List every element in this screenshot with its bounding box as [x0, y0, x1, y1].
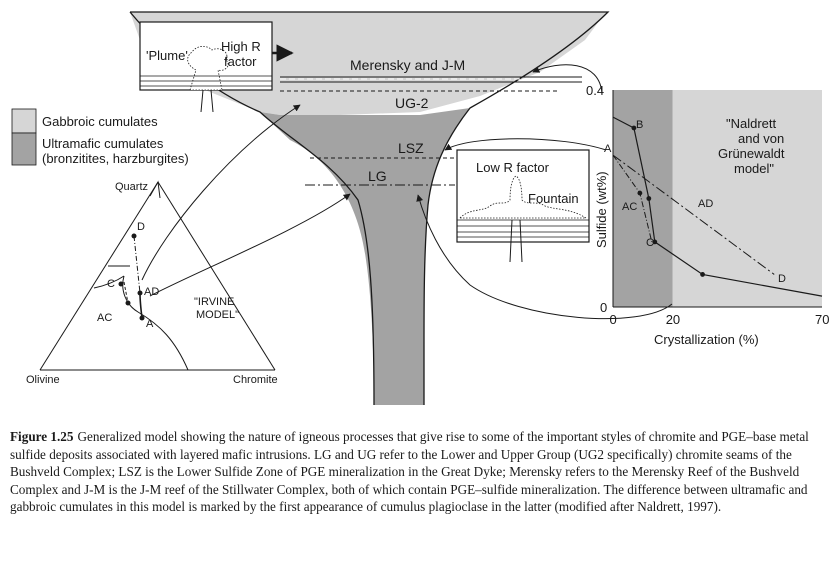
- chart-point-2-1: [637, 190, 643, 196]
- chart-y-tick: 0.4: [586, 83, 604, 98]
- naldrett-label-1: "Naldrett: [726, 116, 777, 131]
- plume-cloud: [187, 46, 229, 91]
- ternary-point-ac: [125, 300, 131, 306]
- high-r-label-2: factor: [224, 54, 257, 69]
- high-r-label-1: High R: [221, 39, 261, 54]
- ternary-label-c: C: [107, 278, 115, 290]
- chart-label-b: B: [636, 119, 643, 131]
- chart-x-tick: 70: [815, 312, 829, 327]
- chart-point-1-4: [700, 272, 705, 277]
- ultramafic-zone: [260, 108, 470, 405]
- chart-point-1-1: [631, 125, 637, 131]
- ternary-label-ac: AC: [97, 312, 112, 324]
- ternary-label-ad: AD: [144, 286, 159, 298]
- naldrett-label-3: Grünewaldt: [718, 146, 785, 161]
- chart-series-3: [612, 154, 775, 275]
- ternary-label-d: D: [137, 221, 145, 233]
- legend-gabbroic: Gabbroic cumulates: [42, 114, 158, 129]
- fountain-plume: [459, 175, 588, 219]
- chart-label-d: D: [778, 273, 786, 285]
- ternary-chromite-label: Chromite: [233, 374, 278, 386]
- ternary-apex-label: Quartz: [115, 181, 148, 193]
- chart-zone-ultramafic: [613, 90, 673, 307]
- chart-label-ad: AD: [698, 198, 713, 210]
- low-r-label: Low R factor: [476, 160, 550, 175]
- legend-swatch-ultramafic: [11, 132, 37, 166]
- merensky-label: Merensky and J-M: [350, 57, 465, 73]
- chart-zones: [613, 90, 822, 307]
- legend: Gabbroic cumulates Ultramafic cumulates …: [11, 108, 189, 166]
- arrow-chart-to-merensky: [532, 64, 603, 95]
- chart-series-1: [612, 116, 823, 297]
- arrow-ternary-to-lg: [149, 193, 351, 297]
- legend-ultramafic-2: (bronzitites, harzburgites): [42, 151, 189, 166]
- sulfide-chart: 0 20 70 0 0.4 Crystallization (%) Sulfide (w…: [586, 83, 829, 347]
- legend-ultramafic-1: Ultramafic cumulates: [42, 136, 164, 151]
- plume-label: 'Plume': [146, 48, 188, 63]
- ternary-olivine-label: Olivine: [26, 374, 60, 386]
- figure-number: Figure 1.25: [10, 429, 74, 444]
- irvine-model-label-1: "IRVINE: [194, 296, 234, 308]
- legend-swatch-gabbroic: [11, 108, 37, 134]
- ternary-point-a: [139, 315, 145, 321]
- figure-diagram: Merensky and J-M UG-2 LSZ LG 'Plume' Hig…: [11, 11, 829, 406]
- chart-y-label: Sulfide (wt%): [594, 171, 609, 248]
- chart-label-c: C: [646, 237, 654, 249]
- plume-box: 'Plume' High R factor: [139, 21, 294, 113]
- caption-text: Generalized model showing the nature of …: [10, 429, 809, 515]
- ug2-label: UG-2: [395, 95, 429, 111]
- irvine-model-label-2: MODEL": [196, 309, 239, 321]
- naldrett-label-2: and von: [738, 131, 784, 146]
- chart-series: [612, 116, 823, 297]
- fountain-box: Low R factor Fountain: [456, 149, 590, 263]
- fountain-label: Fountain: [528, 191, 579, 206]
- arrow-chart-to-lsz: [444, 138, 607, 151]
- ternary-point-d: [131, 233, 137, 239]
- chart-x-tick: 0: [610, 312, 617, 327]
- ternary-point-ad: [137, 290, 143, 296]
- chart-ticks: 0 20 70 0 0.4: [586, 83, 829, 327]
- ternary-point-c: [118, 281, 124, 287]
- chart-point-1-3: [652, 239, 658, 245]
- chart-x-label: Crystallization (%): [654, 332, 759, 347]
- lsz-label: LSZ: [398, 140, 424, 156]
- connector-arrows: [141, 64, 673, 320]
- chart-point-1-2: [646, 196, 652, 201]
- arrow-ternary-to-ug2: [141, 104, 301, 281]
- chart-y-tick: 0: [600, 300, 607, 315]
- arrow-chart-to-lg: [416, 194, 673, 320]
- ternary-diagram: Quartz Olivine Chromite D C AD AC A "IRV…: [26, 180, 278, 386]
- chart-label-ac: AC: [622, 201, 637, 213]
- ternary-label-a: A: [146, 318, 154, 330]
- chart-label-a: A: [604, 143, 612, 155]
- naldrett-label-4: model": [734, 161, 774, 176]
- chart-x-tick: 20: [666, 312, 680, 327]
- lg-label: LG: [368, 168, 387, 184]
